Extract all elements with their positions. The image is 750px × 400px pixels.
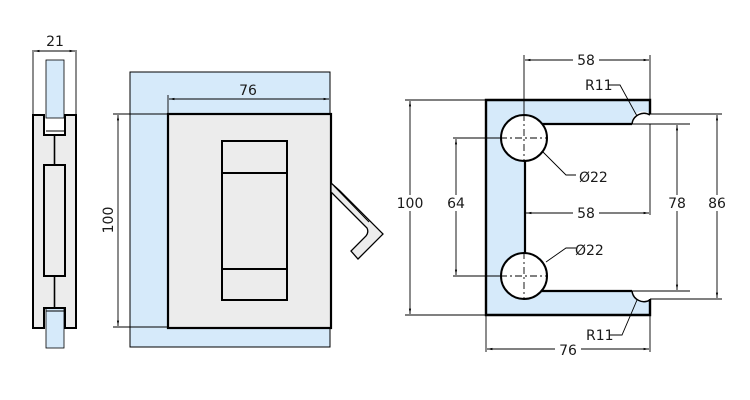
dim-plan-inner-height: 78 <box>668 196 686 212</box>
dim-radius-bottom: R11 <box>586 328 614 344</box>
side-view: 21 <box>32 34 77 349</box>
dim-plan-outer-gap: 86 <box>708 196 726 212</box>
side-mechanism <box>43 164 66 277</box>
dim-hole-bottom-diameter: Ø22 <box>575 243 604 259</box>
dim-radius-top: R11 <box>585 78 613 94</box>
dim-plan-hole-to-edge: 58 <box>577 53 595 69</box>
hinge-arm <box>330 181 384 260</box>
plan-view: 58 R11 R11 Ø22 Ø22 58 100 64 <box>393 50 729 359</box>
dim-plan-hole-spacing: 64 <box>447 196 465 212</box>
dim-front-height: 100 <box>101 207 117 234</box>
cover-cap <box>221 140 288 301</box>
dim-hole-top-diameter: Ø22 <box>579 170 608 186</box>
dim-plan-overall-width: 76 <box>559 343 577 359</box>
dim-front-width: 76 <box>239 83 257 99</box>
dim-side-width: 21 <box>46 34 64 50</box>
glass-panel-top <box>45 59 65 119</box>
dim-plan-overall-height: 100 <box>397 196 424 212</box>
glass-panel-bottom <box>45 307 65 349</box>
front-view: 76 100 <box>101 71 384 348</box>
dim-plan-inner-depth: 58 <box>577 206 595 222</box>
